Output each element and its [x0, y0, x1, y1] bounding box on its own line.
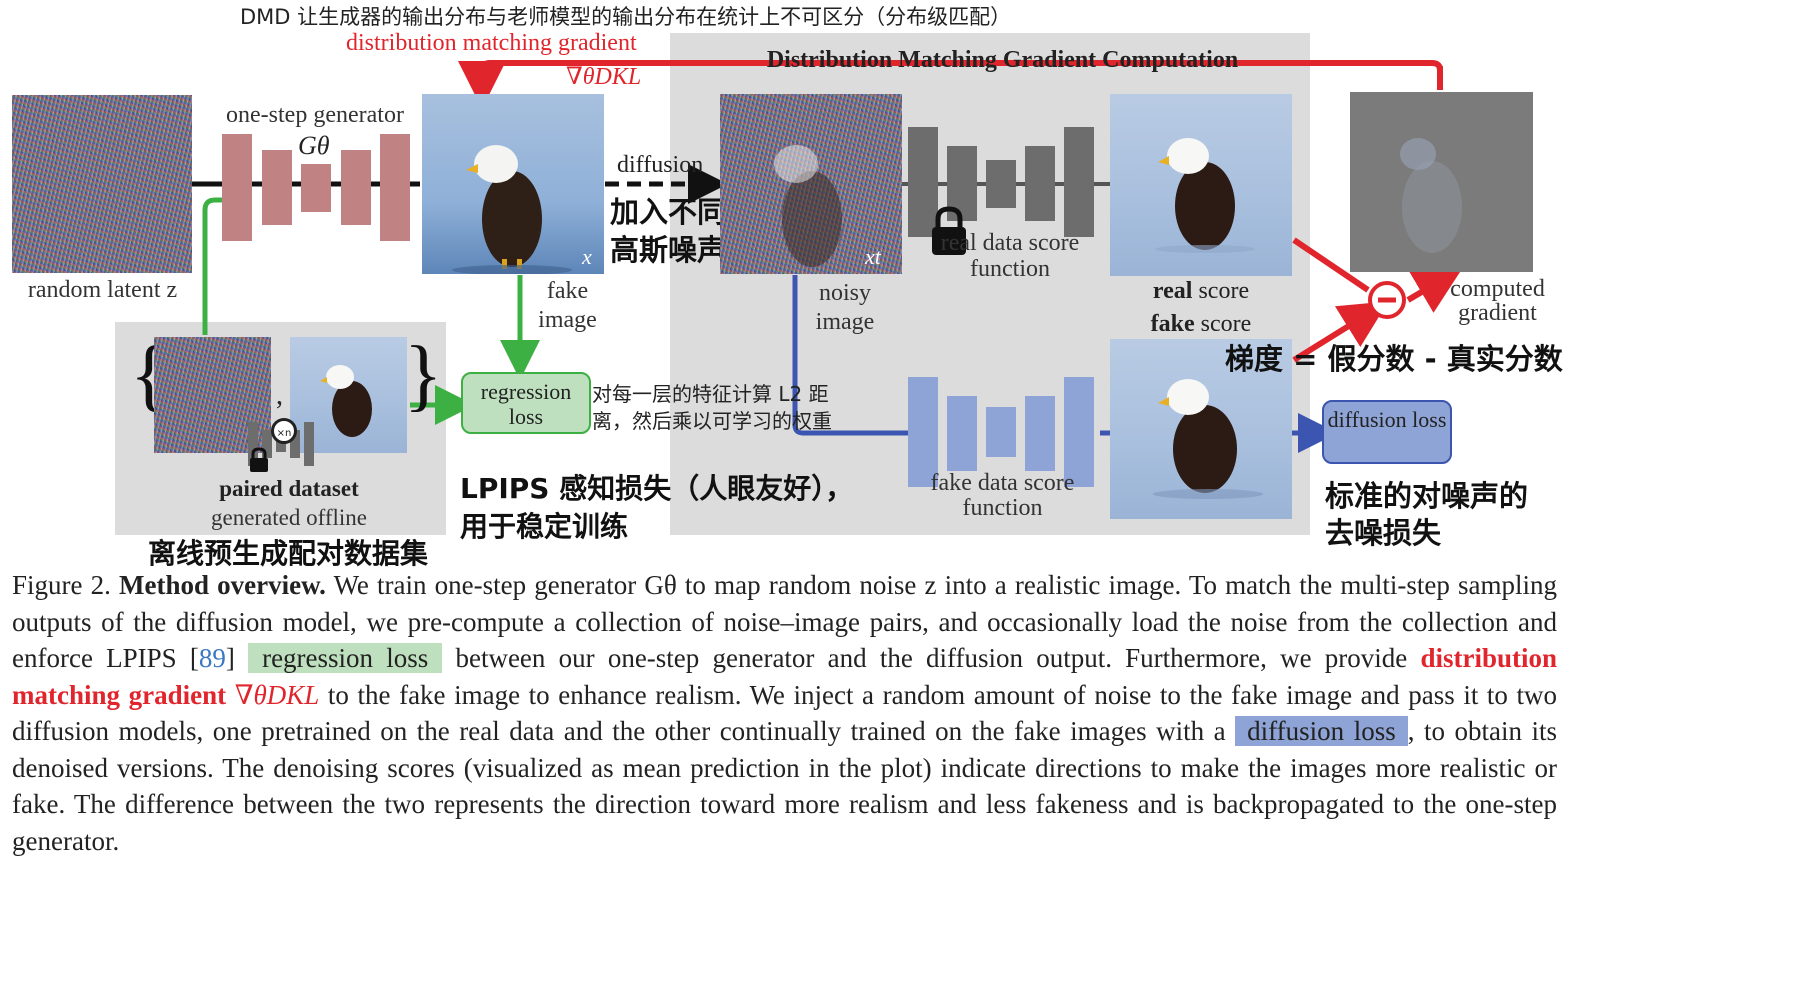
diffusion-label: diffusion [617, 152, 704, 178]
panel-title: Distribution Matching Gradient Computati… [766, 47, 1239, 73]
caption-s4: to the fake image to enhance realism. We… [12, 679, 1558, 747]
real-layer-4 [1025, 146, 1055, 221]
real-score-image [1110, 94, 1292, 276]
fake-image [422, 94, 604, 275]
fake-layer-2 [947, 396, 977, 471]
generator-label: one-step generator [226, 102, 404, 128]
caption-s5: , to obtain its denoised versions. The d… [12, 716, 1558, 856]
lock-icon [932, 206, 966, 255]
real-score-label: real score [1152, 278, 1250, 304]
mini-generator-icon [248, 422, 320, 466]
real-layer-5 [1064, 127, 1094, 237]
generator-symbol: Gθ [298, 131, 330, 160]
real-eagle [1155, 138, 1255, 253]
paired-eagle [320, 365, 372, 437]
per-layer-annotation: 对每一层的特征计算 L2 距离，然后乘以可学习的权重 [592, 382, 832, 433]
computed-gradient-label: computed gradient [1450, 276, 1545, 326]
random-latent-image [12, 95, 192, 273]
fake-score-image [1110, 339, 1292, 519]
caption-dmg: distribution matching gradient [12, 643, 1557, 710]
dmg-label: distribution matching gradient [346, 30, 637, 56]
diffusion-loss-box: diffusion loss [1322, 400, 1452, 464]
repeat-icon: ×n [271, 418, 297, 444]
lpips-annotation: LPIPS 感知损失（人眼友好），用于稳定训练 [460, 472, 854, 543]
offline-annotation: 离线预生成配对数据集 [148, 537, 429, 570]
caption-diffusion-highlight: diffusion loss [1235, 716, 1408, 746]
small-lock-icon [250, 447, 268, 472]
gradient-ghost-eagle [1400, 138, 1462, 253]
gen-layer-3 [301, 164, 331, 212]
denoise-annotation: 标准的对噪声的去噪损失 [1325, 479, 1529, 550]
figure-caption: Figure 2. Method overview. We train one-… [12, 567, 1557, 859]
xt-label: xt [865, 244, 881, 269]
fake-layer-1 [908, 377, 938, 487]
fake-image-label: fake image [538, 278, 597, 333]
real-layer-1 [908, 127, 938, 237]
noisy-eagle [774, 145, 842, 267]
eagle-picture [452, 145, 572, 275]
gen-layer-2 [262, 150, 292, 225]
paired-dataset-label: paired dataset [219, 476, 359, 501]
gen-layer-1 [222, 134, 252, 241]
caption-fig: Figure 2. [12, 570, 111, 600]
real-layer-3 [986, 160, 1016, 208]
caption-s1: We train one-step generator Gθ to map ra… [12, 570, 1558, 673]
caption-dmg-symbol: ∇θDKL [234, 679, 320, 710]
noisy-image-label: noisy image [815, 280, 875, 335]
random-latent-label: random latent z [27, 277, 178, 303]
top-note: DMD 让生成器的输出分布与老师模型的输出分布在统计上不可区分（分布级匹配） [240, 5, 1012, 29]
fake-score-label: fake score [1150, 311, 1252, 337]
caption-regression-highlight: regression loss [248, 643, 443, 673]
dmg-symbol: ∇θDKL [566, 64, 642, 90]
fake-fn-label: fake data score function [930, 470, 1075, 521]
caption-ref[interactable]: 89 [198, 643, 226, 673]
fake-layer-4 [1025, 396, 1055, 471]
fake-layer-5 [1064, 377, 1094, 487]
pair-comma: , [276, 380, 283, 411]
gen-layer-5 [380, 134, 410, 241]
fake-score-eagle [1153, 379, 1263, 499]
paired-eagle-image [290, 337, 407, 453]
caption-s3: between our one-step generator and the d… [455, 643, 1408, 673]
noisy-image [720, 94, 902, 274]
real-fn-label: real data score function [940, 230, 1080, 282]
fake-layer-3 [986, 407, 1016, 457]
gradient-annotation: 梯度 = 假分数 - 真实分数 [1225, 342, 1563, 376]
right-brace: } [404, 331, 443, 419]
computed-gradient-image [1350, 92, 1533, 272]
caption-s2: ] [225, 643, 235, 673]
caption-title: Method overview. [119, 570, 326, 600]
gen-layer-4 [341, 150, 371, 225]
x-label: x [582, 244, 592, 269]
regression-loss-box: regression loss [461, 372, 591, 434]
generated-offline-label: generated offline [210, 505, 368, 530]
diagram-arrows [192, 60, 1463, 453]
